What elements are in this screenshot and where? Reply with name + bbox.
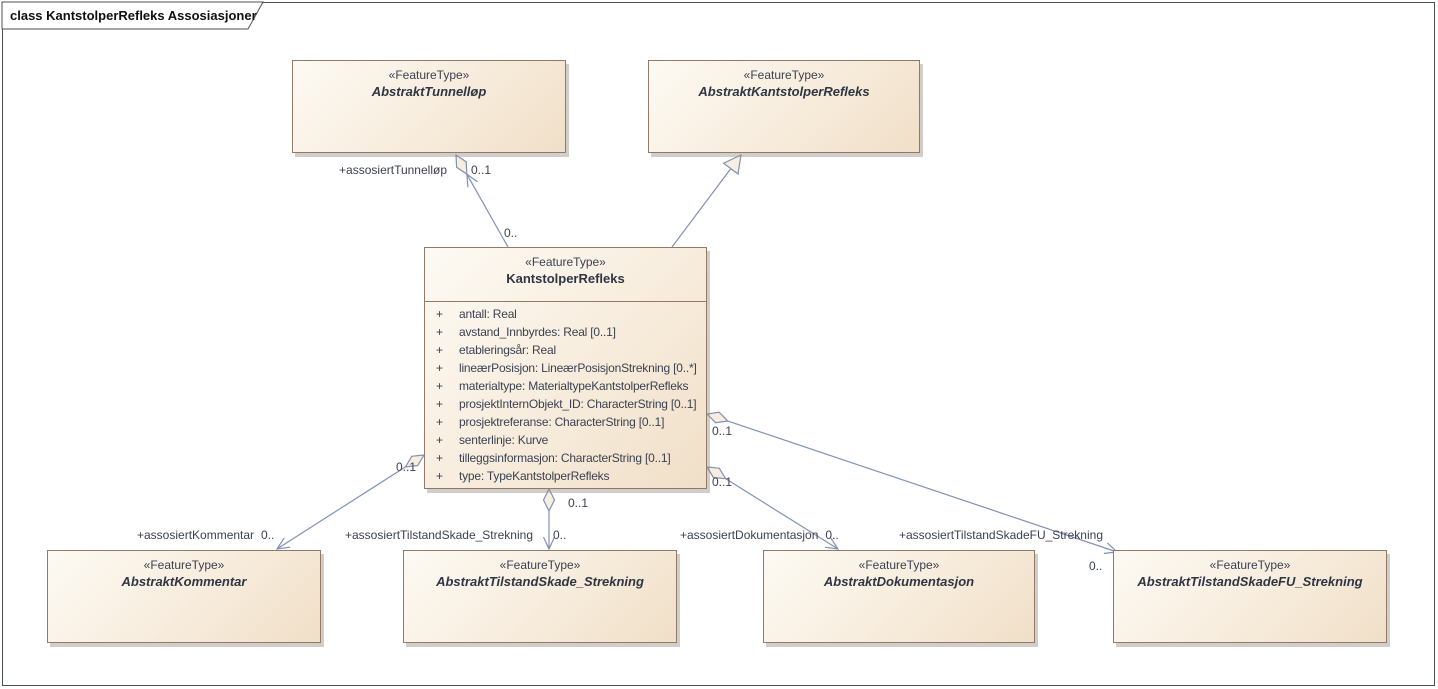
class-name: AbstraktTilstandSkadeFU_Strekning [1137,574,1363,589]
attribute-row[interactable]: + tilleggsinformasjon: CharacterString [0… [425,449,706,467]
frame-tab [1,1,264,30]
generalization-arrowhead [722,153,742,176]
multiplicity-label: 0..1 [471,163,492,177]
class-box-abstrakt-dokumentasjon[interactable]: «FeatureType» AbstraktDokumentasjon [763,550,1035,643]
attribute-text: senterlinje: Kurve [459,433,549,447]
role-label-assosiert-tilstandskadefu-strekning: +assosiertTilstandSkadeFU_Strekning [899,528,1103,542]
stereotype-label: «FeatureType» [743,68,825,82]
attribute-text: avstand_Innbyrdes: Real [0..1] [459,325,616,339]
role-label-assosiert-dokumentasjon: +assosiertDokumentasjon 0.. [680,528,839,542]
class-name: AbstraktTilstandSkade_Strekning [436,574,644,589]
open-arrowhead-icon [824,537,840,550]
class-box-abstrakt-tilstandskade-strekning[interactable]: «FeatureType» AbstraktTilstandSkade_Stre… [403,550,677,643]
stereotype-label: «FeatureType» [525,255,606,269]
class-name: AbstraktTunnelløp [371,84,487,99]
open-arrowhead-icon [466,172,478,188]
multiplicity-label: 0.. [261,528,275,542]
visibility-marker: + [436,469,443,483]
multiplicity-label: 0.. [504,226,518,240]
class-box-abstrakt-tilstandskadefu-strekning[interactable]: «FeatureType» AbstraktTilstandSkadeFU_St… [1113,550,1387,643]
class-box-kantstolperrefleks[interactable]: «FeatureType» KantstolperRefleks + antall… [424,247,707,489]
role-label-assosiert-tunnellop: +assosiertTunnelløp [339,163,447,177]
class-box-abstrakt-kantstolperrefleks[interactable]: «FeatureType» AbstraktKantstolperRefleks [648,60,920,153]
class-header: «FeatureType» KantstolperRefleks [425,255,706,302]
aggregation-diamond [705,411,730,424]
attribute-row[interactable]: + prosjektInternObjekt_ID: CharacterStrin… [425,395,706,413]
class-name: AbstraktKommentar [121,574,247,589]
aggregation-diamond [542,487,556,513]
visibility-marker: + [436,361,443,375]
attribute-row[interactable]: + type: TypeKantstolperRefleks [425,467,706,485]
attribute-text: type: TypeKantstolperRefleks [459,469,610,483]
class-box-abstrakt-kommentar[interactable]: «FeatureType» AbstraktKommentar [47,550,321,643]
visibility-marker: + [436,397,443,411]
stereotype-label: «FeatureType» [143,558,225,572]
visibility-marker: + [436,415,443,429]
association-line [276,466,406,550]
multiplicity-label: 0..1 [568,496,589,510]
stereotype-label: «FeatureType» [1209,558,1291,572]
multiplicity-label: 0.. [825,528,839,542]
stereotype-label: «FeatureType» [388,68,470,82]
open-arrowhead-icon [275,537,291,550]
connector-assosiert-tilstandskadefu-strekning[interactable] [705,411,1119,554]
connector-assosiert-kommentar[interactable] [275,454,426,550]
visibility-marker: + [436,433,443,447]
attribute-row[interactable]: + lineærPosisjon: LineærPosisjonStrekning… [425,359,706,377]
attribute-list: + antall: Real + avstand_Innbyrdes: Real [0… [425,305,706,485]
association-line [671,168,732,248]
multiplicity-label: 0.. [1089,559,1103,573]
association-line [466,173,509,248]
attribute-text: tilleggsinformasjon: CharacterString [0.… [459,451,671,465]
role-label-assosiert-kommentar: +assosiertKommentar 0.. [137,528,274,542]
attribute-row[interactable]: + senterlinje: Kurve [425,431,706,449]
stereotype-label: «FeatureType» [858,558,940,572]
attribute-row[interactable]: + antall: Real [425,305,706,323]
role-label-assosiert-tilstandskade-strekning: +assosiertTilstandSkade_Strekning [345,528,533,542]
open-arrowhead-icon [542,536,556,551]
attribute-text: lineærPosisjon: LineærPosisjonStrekning … [459,361,697,375]
class-name: KantstolperRefleks [506,271,625,286]
visibility-marker: + [436,307,443,321]
attribute-row[interactable]: + etableringsår: Real [425,341,706,359]
multiplicity-label: 0..1 [396,460,417,474]
visibility-marker: + [436,451,443,465]
attribute-text: prosjektreferanse: CharacterString [0..1… [459,415,665,429]
visibility-marker: + [436,343,443,357]
association-line [725,478,839,550]
diagram-title: class KantstolperRefleks Assosiasjoner [10,8,257,23]
connector-generalization-abstrakt-kantstolperrefleks[interactable] [671,153,742,248]
attribute-text: materialtype: MaterialtypeKantstolperRef… [459,379,689,393]
class-name: AbstraktKantstolperRefleks [698,84,870,99]
attribute-text: etableringsår: Real [459,343,556,357]
multiplicity-label: 0..1 [712,424,733,438]
multiplicity-label: 0..1 [712,475,733,489]
connector-assosiert-tunnellop[interactable] [455,153,509,248]
aggregation-diamond [455,153,468,176]
connector-assosiert-dokumentasjon[interactable] [705,466,840,550]
role-text: +assosiertKommentar [137,528,255,542]
class-box-abstrakt-tunnellop[interactable]: «FeatureType» AbstraktTunnelløp [292,60,566,153]
attribute-row[interactable]: + avstand_Innbyrdes: Real [0..1] [425,323,706,341]
attribute-text: antall: Real [459,307,517,321]
connector-assosiert-tilstandskade-strekning[interactable] [542,487,556,551]
attribute-row[interactable]: + materialtype: MaterialtypeKantstolperRe… [425,377,706,395]
stereotype-label: «FeatureType» [499,558,581,572]
role-text: +assosiertDokumentasjon [680,528,819,542]
attribute-text: prosjektInternObjekt_ID: CharacterString… [459,397,697,411]
association-line [727,420,1118,553]
attribute-row[interactable]: + prosjektreferanse: CharacterString [0..… [425,413,706,431]
class-name: AbstraktDokumentasjon [823,574,975,589]
visibility-marker: + [436,379,443,393]
visibility-marker: + [436,325,443,339]
multiplicity-label: 0.. [553,528,567,542]
